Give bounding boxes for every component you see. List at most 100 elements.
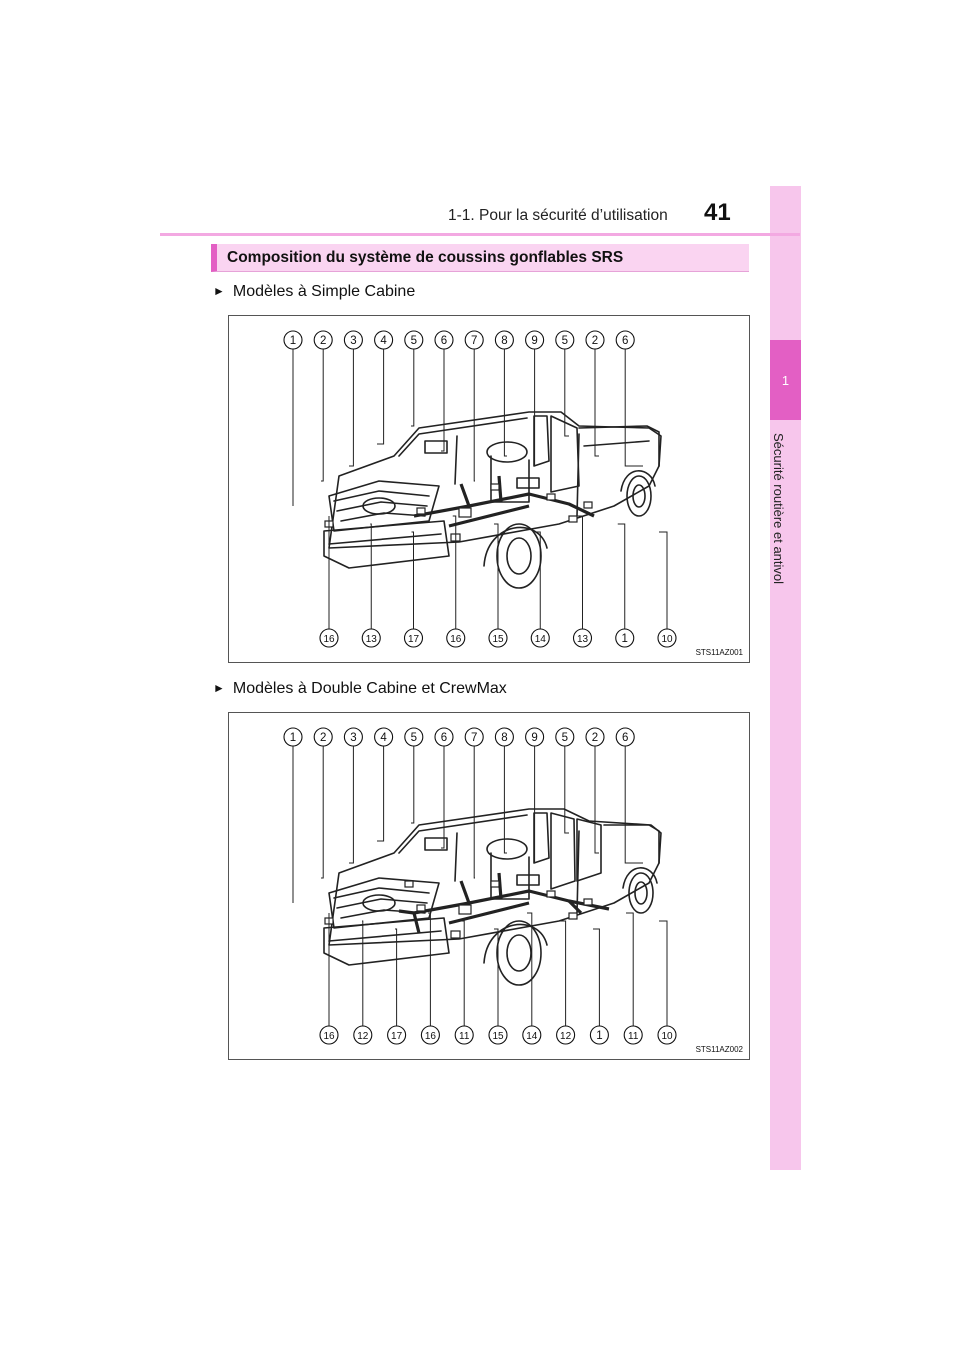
leader-line <box>377 746 384 841</box>
svg-text:8: 8 <box>501 732 507 744</box>
leader-line <box>626 913 633 1026</box>
callout-bottom-13: 13 <box>574 629 592 647</box>
leader-line <box>453 516 456 629</box>
leader-line <box>527 913 532 1026</box>
svg-text:7: 7 <box>471 732 477 744</box>
callout-top-8: 8 <box>495 728 513 746</box>
leader-line <box>659 532 667 629</box>
svg-text:6: 6 <box>622 335 628 347</box>
svg-text:1: 1 <box>622 633 628 645</box>
callout-top-6: 6 <box>435 728 453 746</box>
callout-top-3: 3 <box>344 331 362 349</box>
svg-text:12: 12 <box>560 1031 572 1042</box>
triangle-bullet-icon: ► <box>213 284 225 298</box>
callout-bottom-14: 14 <box>531 629 549 647</box>
svg-text:4: 4 <box>380 732 387 744</box>
figure-caption-2: ► Modèles à Double Cabine et CrewMax <box>213 680 507 698</box>
leader-line <box>461 921 464 1026</box>
svg-text:9: 9 <box>531 732 537 744</box>
svg-text:14: 14 <box>526 1031 538 1042</box>
callout-top-6: 6 <box>435 331 453 349</box>
figure-code: STS11AZ001 <box>696 648 743 657</box>
svg-text:5: 5 <box>411 335 417 347</box>
svg-text:11: 11 <box>628 1031 639 1042</box>
callout-bottom-10: 10 <box>658 1026 676 1044</box>
callout-top-6: 6 <box>616 331 634 349</box>
callout-bottom-10: 10 <box>658 629 676 647</box>
callout-bottom-17: 17 <box>388 1026 406 1044</box>
svg-text:6: 6 <box>441 732 447 744</box>
leader-line <box>349 349 353 466</box>
svg-text:16: 16 <box>425 1031 437 1042</box>
callout-bottom-14: 14 <box>523 1026 541 1044</box>
leader-line <box>577 516 583 629</box>
callout-bottom-15: 15 <box>489 1026 507 1044</box>
svg-text:7: 7 <box>471 335 477 347</box>
callout-top-2: 2 <box>586 728 604 746</box>
caption-text: Modèles à Simple Cabine <box>233 283 415 300</box>
callout-top-6: 6 <box>616 728 634 746</box>
leader-line <box>441 349 444 451</box>
callout-top-1: 1 <box>284 728 302 746</box>
leader-line <box>625 349 643 466</box>
svg-text:16: 16 <box>323 634 335 645</box>
leader-line <box>595 349 599 456</box>
svg-text:17: 17 <box>408 634 420 645</box>
leader-line <box>411 349 414 426</box>
callout-top-3: 3 <box>344 728 362 746</box>
callout-top-9: 9 <box>526 331 544 349</box>
svg-text:2: 2 <box>320 732 326 744</box>
svg-text:12: 12 <box>357 1031 369 1042</box>
callout-top-5: 5 <box>556 331 574 349</box>
page-number: 41 <box>704 199 731 227</box>
callout-top-2: 2 <box>314 728 332 746</box>
callout-bottom-11: 11 <box>624 1026 642 1044</box>
running-header: 1-1. Pour la sécurité d’utilisation <box>448 207 668 225</box>
callout-bottom-16: 16 <box>421 1026 439 1044</box>
svg-text:3: 3 <box>350 335 356 347</box>
callout-bottom-12: 12 <box>354 1026 372 1044</box>
callout-top-2: 2 <box>314 331 332 349</box>
leader-line <box>504 746 507 853</box>
leader-line <box>321 349 323 481</box>
chapter-title: Sécurité routière et antivol <box>771 433 786 584</box>
svg-text:4: 4 <box>380 335 387 347</box>
svg-text:17: 17 <box>391 1031 403 1042</box>
svg-text:15: 15 <box>492 1031 504 1042</box>
svg-text:6: 6 <box>622 732 628 744</box>
leader-line <box>362 921 363 1026</box>
svg-text:13: 13 <box>366 634 378 645</box>
leader-line <box>395 929 397 1026</box>
svg-text:10: 10 <box>661 1031 673 1042</box>
leader-line <box>595 746 599 853</box>
leader-line <box>565 746 569 833</box>
figure-caption-1: ► Modèles à Simple Cabine <box>213 283 415 301</box>
leader-line <box>560 921 566 1026</box>
callout-top-4: 4 <box>375 331 393 349</box>
callout-top-4: 4 <box>375 728 393 746</box>
side-band <box>770 186 801 1170</box>
callout-bottom-1: 1 <box>590 1026 608 1044</box>
leader-line <box>593 929 599 1026</box>
svg-text:5: 5 <box>411 732 417 744</box>
header-rule <box>160 233 800 236</box>
leader-line <box>618 524 625 629</box>
triangle-bullet-icon: ► <box>213 681 225 695</box>
leader-line <box>349 746 353 863</box>
svg-text:11: 11 <box>459 1031 470 1042</box>
svg-text:2: 2 <box>592 732 598 744</box>
caption-text: Modèles à Double Cabine et CrewMax <box>233 680 507 697</box>
callout-top-9: 9 <box>526 728 544 746</box>
callout-top-5: 5 <box>405 728 423 746</box>
leader-line <box>625 746 643 863</box>
callout-bottom-11: 11 <box>455 1026 473 1044</box>
svg-text:1: 1 <box>596 1030 602 1042</box>
svg-text:8: 8 <box>501 335 507 347</box>
leader-line <box>659 921 667 1026</box>
leader-line <box>377 349 384 444</box>
leader-line <box>412 532 414 629</box>
svg-text:2: 2 <box>592 335 598 347</box>
